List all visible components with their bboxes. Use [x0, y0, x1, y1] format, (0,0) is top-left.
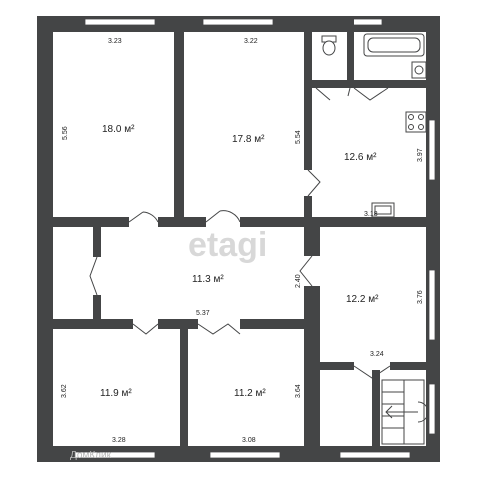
room-height-label: 3.76	[417, 290, 424, 304]
wall	[304, 286, 320, 448]
room-height-label: 5.56	[62, 126, 69, 140]
wall	[347, 16, 354, 88]
room-area-label: 12.6 м²	[344, 152, 377, 163]
door	[299, 255, 313, 287]
wall	[304, 226, 320, 256]
window	[428, 269, 436, 341]
room-width-label: 5.37	[196, 310, 210, 317]
wall	[320, 362, 354, 370]
kitchen-sink-fixture	[371, 202, 395, 218]
wall	[372, 370, 380, 450]
window	[84, 18, 156, 26]
outer-wall-left	[37, 16, 53, 462]
door	[89, 256, 98, 296]
room-width-label: 3.23	[108, 38, 122, 45]
wall	[158, 319, 198, 329]
wall	[304, 80, 312, 170]
room-area-label: 18.0 м²	[102, 124, 135, 135]
door	[197, 323, 241, 335]
room-width-label: 3.22	[244, 38, 258, 45]
door	[307, 169, 321, 197]
wall	[158, 217, 206, 227]
door	[353, 87, 389, 101]
window	[339, 451, 411, 459]
wall	[304, 16, 312, 88]
room-height-label: 5.54	[295, 130, 302, 144]
logo-text: ДомКлик	[70, 450, 112, 461]
room-width-label: 3.08	[242, 437, 256, 444]
room-area-label: 12.2 м²	[346, 294, 379, 305]
window	[428, 119, 436, 181]
door	[353, 365, 391, 379]
room-area-label: 11.2 м²	[234, 388, 266, 399]
bathtub-fixture	[363, 33, 425, 57]
sink-fixture	[411, 61, 427, 79]
door	[128, 211, 159, 223]
room-width-label: 3.18	[364, 211, 378, 218]
window	[351, 18, 383, 26]
window	[202, 18, 274, 26]
stairs	[381, 379, 429, 445]
wall	[304, 80, 426, 88]
room-height-label: 2.40	[295, 274, 302, 288]
wall	[240, 319, 310, 329]
wall	[93, 295, 101, 325]
wall	[240, 217, 426, 227]
window	[209, 451, 281, 459]
room-height-label: 3.97	[417, 148, 424, 162]
window	[428, 383, 436, 435]
wall	[180, 325, 188, 450]
room-height-label: 3.62	[61, 384, 68, 398]
wall	[37, 319, 133, 329]
wall	[37, 217, 129, 227]
window	[74, 451, 156, 459]
room-area-label: 11.3 м²	[192, 274, 224, 285]
stove-fixture	[405, 111, 427, 133]
wall	[304, 196, 312, 226]
door	[132, 323, 159, 335]
wall	[93, 227, 101, 257]
door	[315, 87, 351, 101]
room-width-label: 3.28	[112, 437, 126, 444]
room-area-label: 11.9 м²	[100, 388, 132, 399]
wall	[174, 16, 184, 222]
wall	[390, 362, 426, 370]
watermark: etagi	[188, 226, 267, 264]
room-height-label: 3.64	[295, 384, 302, 398]
door	[205, 210, 241, 223]
room-area-label: 17.8 м²	[232, 134, 265, 145]
room-width-label: 3.24	[370, 351, 384, 358]
toilet-fixture	[321, 35, 337, 56]
